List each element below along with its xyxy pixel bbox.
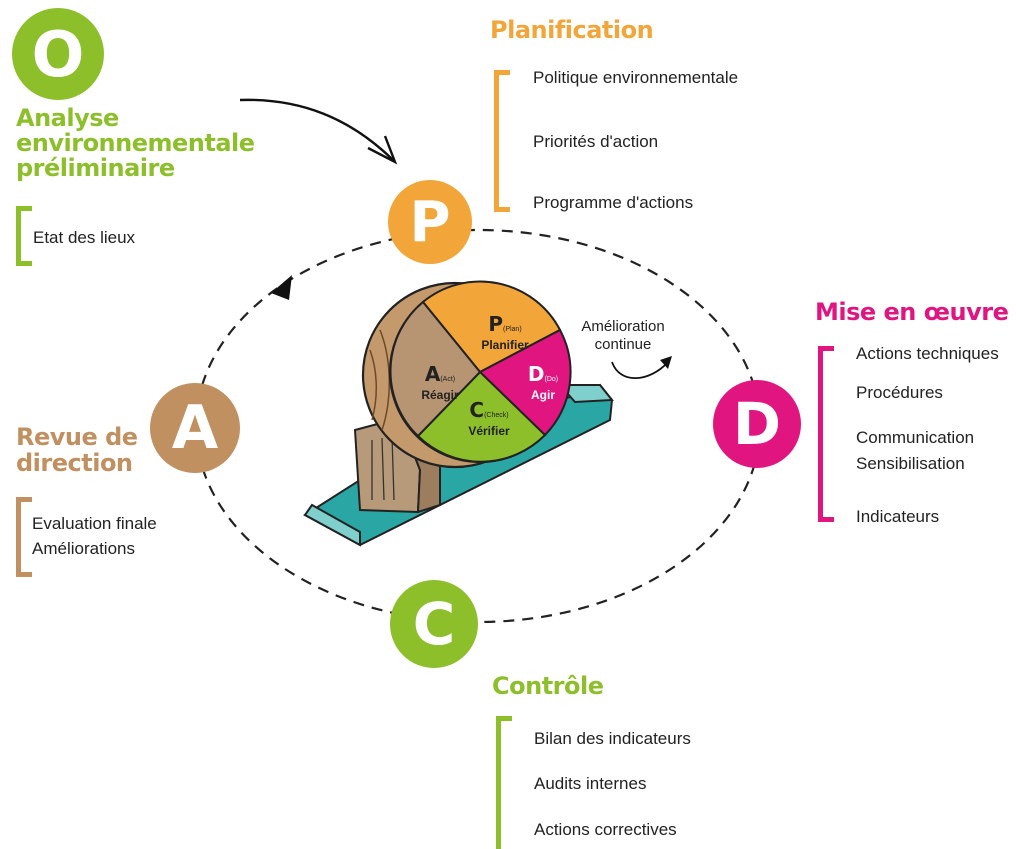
p-bracket-bottom — [494, 207, 510, 212]
d-item-3: Communication — [856, 428, 975, 447]
d-bracket-top — [818, 346, 834, 351]
wheel-d-letter: D — [527, 362, 545, 386]
o-letter: O — [31, 17, 85, 91]
o-to-p-arrow — [239, 98, 394, 161]
wheel-quadrant-d — [478, 328, 572, 437]
a-circle: A — [150, 383, 240, 473]
wheel-c-text: Vérifier — [468, 424, 510, 438]
wheel-c-label: C(Check) Vérifier — [452, 398, 526, 440]
d-circle: D — [713, 380, 801, 468]
wheel-d-label: D(Do) Agir — [518, 362, 568, 404]
a-title: Revue de direction — [16, 424, 138, 476]
wheel-a-text: Réagir — [421, 388, 459, 402]
wheel-quadrant-p — [421, 280, 562, 374]
o-circle: O — [12, 8, 104, 100]
wheel-quadrant-a — [389, 300, 482, 438]
c-item-2: Audits internes — [534, 774, 647, 793]
a-bracket-top — [16, 497, 32, 502]
p-letter: P — [409, 189, 451, 255]
wheel-p-letter: P — [488, 312, 503, 336]
a-bracket-bottom — [16, 572, 32, 577]
a-letter: A — [171, 393, 219, 463]
p-item-3: Programme d'actions — [533, 193, 694, 212]
o-title-line-3: préliminaire — [16, 154, 175, 182]
p-circle: P — [388, 180, 472, 264]
continuous-improvement-note: Amélioration continue — [570, 318, 676, 354]
o-title-line-1: Analyse — [16, 104, 119, 132]
o-bracket — [16, 206, 21, 266]
wheel-d-sub: (Do) — [544, 376, 559, 383]
c-bracket — [496, 716, 501, 849]
o-bracket-top — [16, 206, 32, 211]
wheel-a-letter: A — [424, 362, 441, 386]
o-item-1: Etat des lieux — [33, 228, 136, 247]
a-item-2: Améliorations — [32, 539, 135, 558]
d-item-5: Indicateurs — [856, 507, 940, 526]
c-bracket-top — [496, 716, 512, 721]
p-bracket-top — [494, 70, 510, 75]
p-item-2: Priorités d'action — [533, 132, 659, 151]
a-bracket — [16, 497, 21, 577]
c-title: Contrôle — [492, 672, 604, 700]
a-title-line-1: Revue de — [16, 423, 138, 451]
wheel-p-sub: (Plan) — [502, 326, 522, 333]
c-item-1: Bilan des indicateurs — [534, 729, 691, 748]
c-letter: C — [412, 590, 456, 658]
continuous-line-2: continue — [594, 336, 652, 353]
d-title: Mise en œuvre — [815, 298, 1009, 326]
c-item-3: Actions correctives — [534, 820, 677, 839]
wheel-d-text: Agir — [531, 388, 555, 402]
o-title-line-2: environnementale — [16, 129, 255, 157]
c-circle: C — [390, 580, 478, 668]
wheel-c-sub: (Check) — [484, 412, 509, 419]
o-title: Analyse environnementale préliminaire — [16, 106, 255, 181]
p-bracket — [494, 70, 499, 212]
continuous-line-1: Amélioration — [581, 318, 665, 335]
p-title: Planification — [490, 16, 654, 44]
a-title-line-2: direction — [16, 449, 133, 477]
wheel — [361, 280, 572, 469]
d-item-2: Procédures — [856, 383, 943, 402]
d-item-1: Actions techniques — [856, 344, 999, 363]
wheel-c-letter: C — [469, 398, 485, 422]
wheel-quadrant-c — [416, 370, 547, 463]
a-item-1: Evaluation finale — [32, 514, 157, 533]
o-bracket-bottom — [16, 261, 32, 266]
cycle-arrowhead — [271, 275, 292, 300]
wheel-p-text: Planifier — [481, 338, 529, 352]
d-letter: D — [732, 390, 782, 458]
wheel-a-label: A(Act) Réagir — [412, 362, 468, 404]
d-item-4: Sensibilisation — [856, 454, 965, 473]
p-item-1: Politique environnementale — [533, 68, 739, 87]
wheel-a-sub: (Act) — [440, 376, 456, 383]
d-bracket-bottom — [818, 517, 834, 522]
d-bracket — [818, 346, 823, 522]
wheel-p-label: P(Plan) Planifier — [470, 312, 540, 354]
improvement-arrow — [611, 361, 669, 380]
